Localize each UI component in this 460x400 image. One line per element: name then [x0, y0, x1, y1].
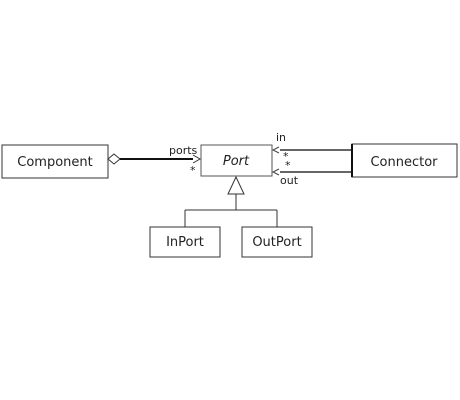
open-arrowhead-icon	[271, 168, 280, 176]
role-ports-multiplicity: *	[190, 164, 196, 177]
aggregation-diamond-icon	[107, 153, 121, 165]
open-arrowhead-icon	[192, 154, 202, 164]
class-connector[interactable]: Connector	[351, 143, 458, 178]
class-outport-label: OutPort	[252, 235, 301, 250]
association-connector-out[interactable]	[271, 168, 351, 176]
class-inport-label: InPort	[166, 235, 204, 250]
class-component-label: Component	[17, 155, 92, 170]
association-connector-in[interactable]	[271, 146, 351, 154]
class-inport[interactable]: InPort	[149, 226, 221, 258]
class-port[interactable]: Port	[200, 144, 273, 177]
generalization-port[interactable]	[184, 175, 278, 227]
role-ports: ports	[169, 144, 198, 157]
class-connector-label: Connector	[370, 155, 438, 170]
open-arrowhead-icon	[271, 146, 280, 154]
role-out-multiplicity: *	[285, 159, 291, 172]
role-out: out	[280, 174, 299, 187]
class-port-label: Port	[223, 154, 250, 169]
class-outport[interactable]: OutPort	[241, 226, 313, 258]
aggregation-component-ports[interactable]	[107, 153, 202, 165]
role-in: in	[276, 131, 286, 144]
class-component[interactable]: Component	[1, 144, 109, 179]
role-in-multiplicity: *	[283, 150, 289, 163]
inheritance-triangle-icon	[227, 175, 245, 195]
